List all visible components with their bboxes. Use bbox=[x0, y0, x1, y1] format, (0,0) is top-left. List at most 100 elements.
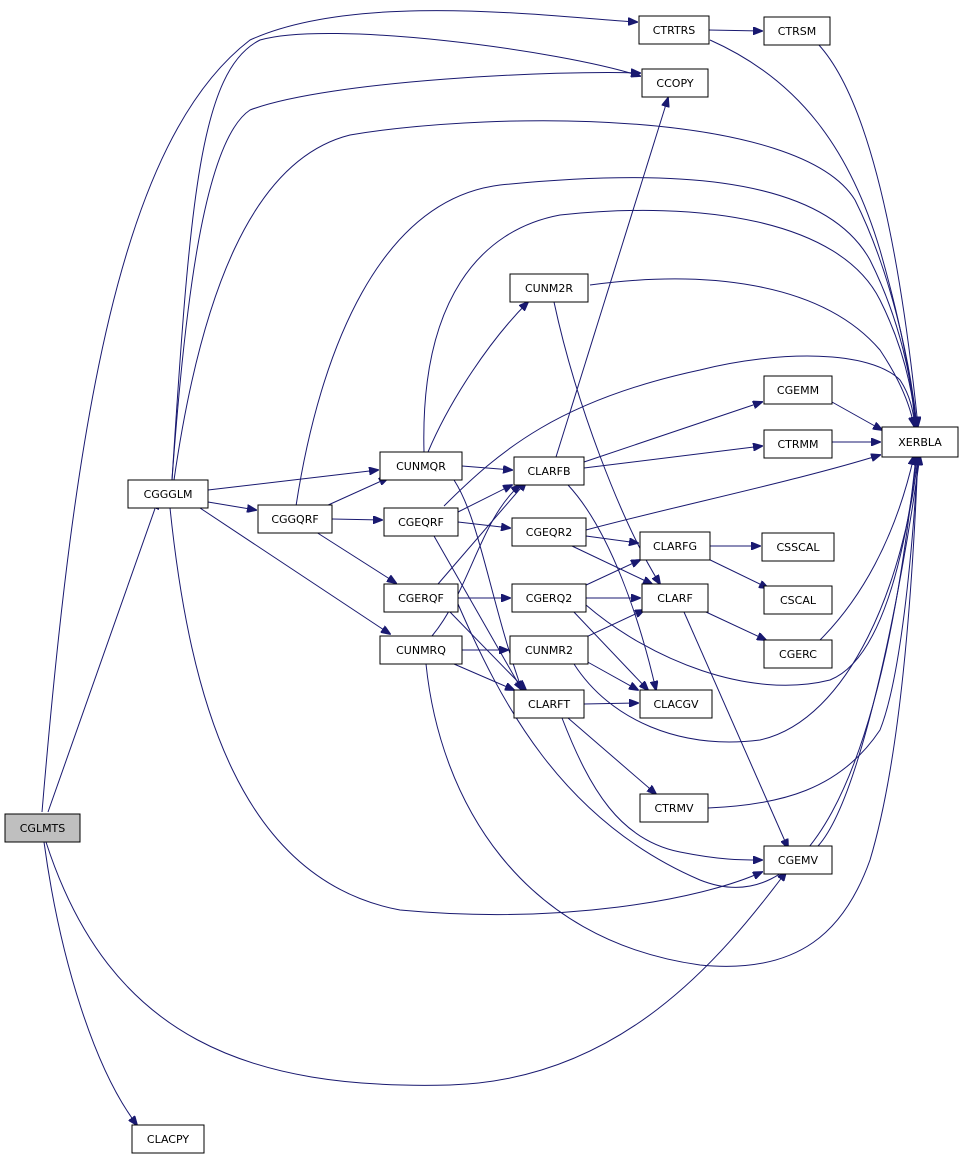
svg-text:CGEMV: CGEMV bbox=[778, 854, 819, 867]
edge-cunmqr-cunm2r bbox=[427, 302, 528, 453]
node-cgerc[interactable]: CGERC bbox=[763, 639, 833, 669]
edge-cggqrf-cgerqf bbox=[315, 531, 396, 583]
node-clacgv[interactable]: CLACGV bbox=[639, 689, 713, 719]
edge-cgggelm-ccopy bbox=[171, 72, 640, 481]
svg-text:CSCAL: CSCAL bbox=[780, 594, 817, 607]
edge-cgeqr2-clarf bbox=[571, 545, 652, 584]
node-clarfg[interactable]: CLARFG bbox=[639, 531, 711, 561]
edge-cunmr2-clacgv bbox=[583, 659, 638, 690]
node-ccopy[interactable]: CCOPY bbox=[641, 68, 709, 98]
node-cgeqr2[interactable]: CGEQR2 bbox=[511, 517, 587, 547]
node-ctrsm[interactable]: CTRSM bbox=[763, 16, 831, 46]
svg-text:XERBLA: XERBLA bbox=[898, 436, 942, 449]
node-cscal[interactable]: CSCAL bbox=[763, 585, 833, 615]
node-cglmts[interactable]: CGLMTS bbox=[4, 813, 81, 843]
edge-clarfb-ctrmm bbox=[583, 446, 762, 469]
edge-cgggelm-cunmqr bbox=[207, 470, 378, 491]
nodes: CGLMTS CGGGLM CLACPY CTRTRS CTRSM CCOPY … bbox=[4, 15, 959, 1154]
svg-text:CGGQRF: CGGQRF bbox=[271, 513, 318, 526]
edge-cgggelm-cgemv bbox=[169, 507, 762, 915]
svg-text:CTRTRS: CTRTRS bbox=[653, 24, 696, 37]
svg-text:CSSCAL: CSSCAL bbox=[777, 541, 821, 554]
svg-text:CGEMM: CGEMM bbox=[777, 384, 819, 397]
edge-cgeqrf-clarfb bbox=[457, 485, 512, 513]
edge-cgerqf-clarft bbox=[449, 611, 526, 690]
edge-clarft-clacgv bbox=[583, 703, 638, 704]
edge-clarft-ctrmv bbox=[567, 717, 656, 794]
edge-cgeqrf-cgeqr2 bbox=[457, 521, 510, 528]
svg-text:CLARF: CLARF bbox=[657, 592, 693, 605]
edge-clarf-cgemv bbox=[683, 611, 788, 848]
edges bbox=[41, 10, 920, 1125]
node-clarft[interactable]: CLARFT bbox=[513, 689, 585, 719]
svg-text:CTRMM: CTRMM bbox=[777, 438, 818, 451]
node-cggqrf[interactable]: CGGQRF bbox=[257, 504, 333, 534]
svg-text:CLACGV: CLACGV bbox=[653, 698, 699, 711]
svg-text:CGLMTS: CGLMTS bbox=[20, 822, 66, 835]
node-cgggelm[interactable]: CGGGLM bbox=[127, 479, 209, 509]
svg-text:CTRSM: CTRSM bbox=[778, 25, 817, 38]
node-clarfb[interactable]: CLARFB bbox=[513, 456, 585, 486]
node-ctrtrs[interactable]: CTRTRS bbox=[638, 15, 710, 45]
edge-cgeqrf-xerbla bbox=[443, 355, 915, 507]
edge-cgemm-xerbla bbox=[831, 401, 882, 430]
edge-clarfb-ccopy bbox=[555, 98, 668, 458]
svg-text:CGEQRF: CGEQRF bbox=[398, 516, 444, 529]
svg-text:CLARFG: CLARFG bbox=[653, 540, 697, 553]
svg-text:CUNMQR: CUNMQR bbox=[396, 460, 446, 473]
node-cgemm[interactable]: CGEMM bbox=[763, 375, 833, 405]
node-cgeqrf[interactable]: CGEQRF bbox=[383, 507, 459, 537]
edge-cglmts-cgggelm bbox=[47, 500, 158, 813]
edge-cunmqr-clarfb bbox=[461, 466, 512, 470]
svg-text:CGEQR2: CGEQR2 bbox=[526, 526, 572, 539]
edge-cgggelm-xerbla bbox=[173, 120, 917, 481]
edge-cgggelm-cggqrf bbox=[207, 501, 256, 510]
edge-cgerq2-xerbla bbox=[585, 456, 917, 686]
svg-text:CLARFT: CLARFT bbox=[528, 698, 570, 711]
edge-cgerq2-clarfg bbox=[583, 560, 640, 587]
node-ctrmm[interactable]: CTRMM bbox=[763, 429, 833, 459]
edge-cgeqrf-clarft bbox=[433, 535, 522, 690]
node-cgerq2[interactable]: CGERQ2 bbox=[511, 583, 587, 613]
edge-cgggelm-cunmrq bbox=[199, 507, 390, 634]
edge-ctrsm-xerbla bbox=[817, 43, 918, 426]
edge-ctrtrs-xerbla bbox=[709, 39, 915, 426]
edge-ctrtrs-ctrsm bbox=[707, 30, 762, 31]
edge-cgerc-xerbla bbox=[819, 456, 914, 641]
node-csscal[interactable]: CSSCAL bbox=[761, 532, 835, 562]
edge-cunmr2-xerbla bbox=[573, 456, 918, 743]
svg-text:CGERQ2: CGERQ2 bbox=[526, 592, 572, 605]
edge-cggqrf-cgeqrf bbox=[331, 519, 382, 520]
node-cunm2r[interactable]: CUNM2R bbox=[509, 273, 589, 303]
node-cgemv[interactable]: CGEMV bbox=[763, 845, 833, 875]
node-clarf[interactable]: CLARF bbox=[641, 583, 709, 613]
edge-cglmts-cgemv bbox=[45, 841, 786, 1086]
edge-clarfb-clacgv bbox=[567, 484, 656, 690]
svg-text:CUNMRQ: CUNMRQ bbox=[396, 644, 446, 657]
edge-cgemv-xerbla bbox=[817, 456, 920, 847]
node-claocpy[interactable]: CLACPY bbox=[131, 1124, 205, 1154]
edge-cunmrq-clarfb bbox=[431, 485, 520, 637]
edge-cgerqf-clarfb bbox=[437, 482, 526, 585]
edge-cunm2r-xerbla bbox=[589, 278, 914, 426]
node-cunmr2[interactable]: CUNMR2 bbox=[509, 635, 589, 665]
edge-cunmr2-clarf bbox=[583, 610, 644, 639]
svg-text:CUNMR2: CUNMR2 bbox=[525, 644, 573, 657]
edge-cggqrf-cunmqr bbox=[325, 478, 388, 507]
svg-text:CGGGLM: CGGGLM bbox=[144, 488, 193, 501]
edge-cgggelm-ccopy-2 bbox=[171, 33, 640, 481]
edge-ctrmv-xerbla bbox=[707, 456, 918, 809]
edge-cunmrq-clarft bbox=[453, 663, 514, 690]
node-cunmqr[interactable]: CUNMQR bbox=[379, 451, 463, 481]
node-cunmrq[interactable]: CUNMRQ bbox=[379, 635, 463, 665]
node-cgerqf[interactable]: CGERQF bbox=[383, 583, 459, 613]
svg-text:CUNM2R: CUNM2R bbox=[525, 282, 573, 295]
edge-cgerq2-clacgv bbox=[571, 609, 648, 690]
svg-text:CLACPY: CLACPY bbox=[147, 1133, 189, 1146]
svg-text:CGERC: CGERC bbox=[779, 648, 817, 661]
edge-cunmqr-xerbla bbox=[423, 209, 916, 453]
edge-clarft-cgemv bbox=[561, 717, 762, 860]
node-ctrmv[interactable]: CTRMV bbox=[639, 793, 709, 823]
node-xerbla[interactable]: XERBLA bbox=[881, 426, 959, 458]
